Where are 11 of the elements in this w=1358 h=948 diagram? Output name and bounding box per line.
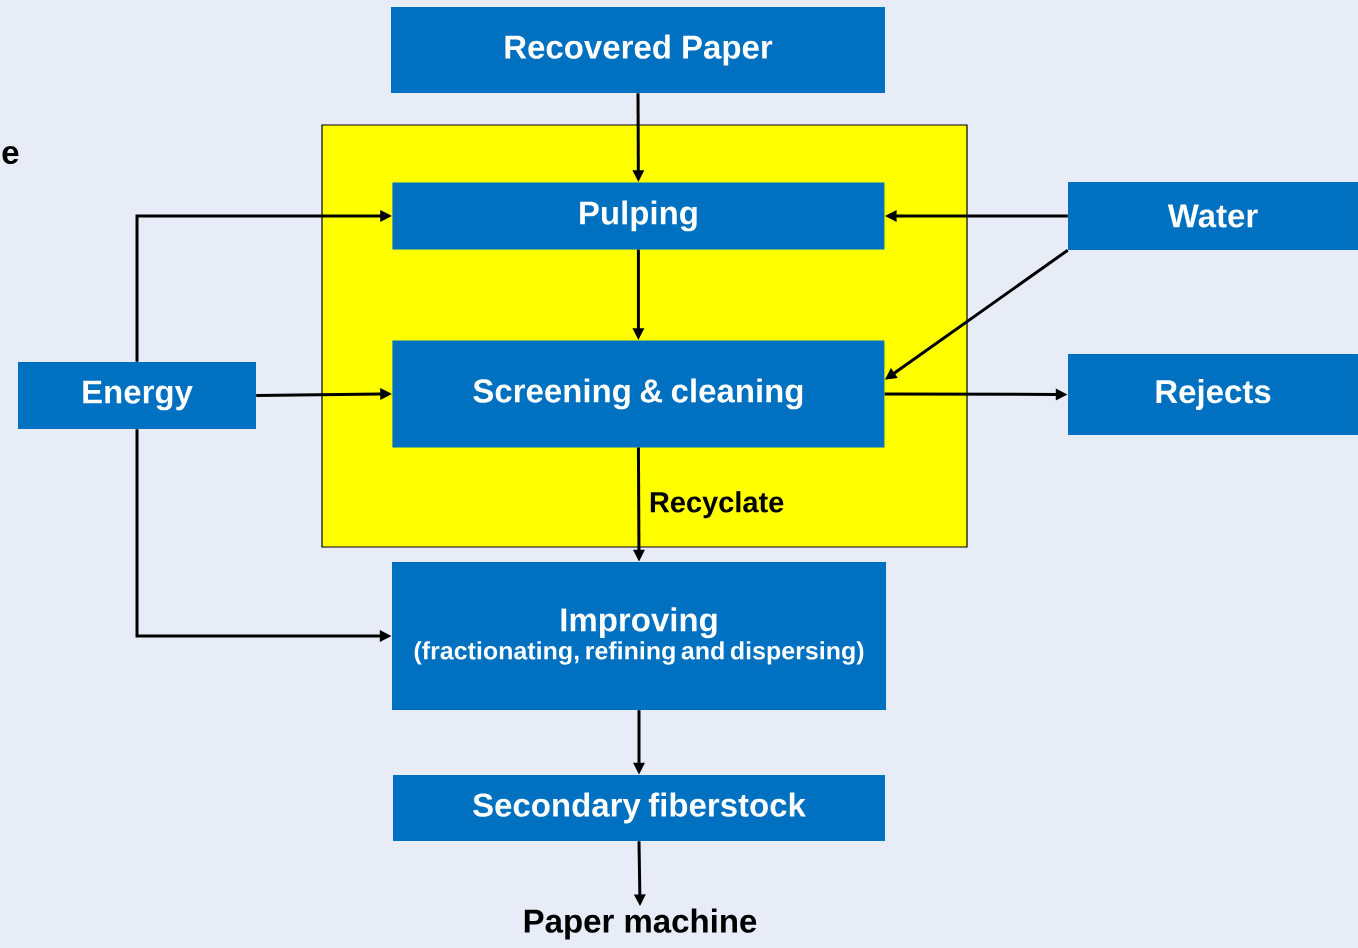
process-box: Improving (fractionating, refining and dispersing): [392, 562, 886, 710]
process-box: Recovered Paper: [391, 7, 885, 93]
process-box: Screening & cleaning: [392, 340, 885, 448]
process-box: Pulping: [392, 182, 885, 250]
process-box: Secondary fiberstock: [393, 775, 885, 841]
output-label: Paper machine: [524, 908, 757, 940]
edge-label: Recyclate: [646, 489, 787, 521]
process-box: Energy: [18, 362, 256, 429]
process-box: Rejects: [1068, 354, 1358, 435]
cut-off-text: e: [2, 145, 19, 165]
process-box: Water: [1068, 182, 1358, 250]
